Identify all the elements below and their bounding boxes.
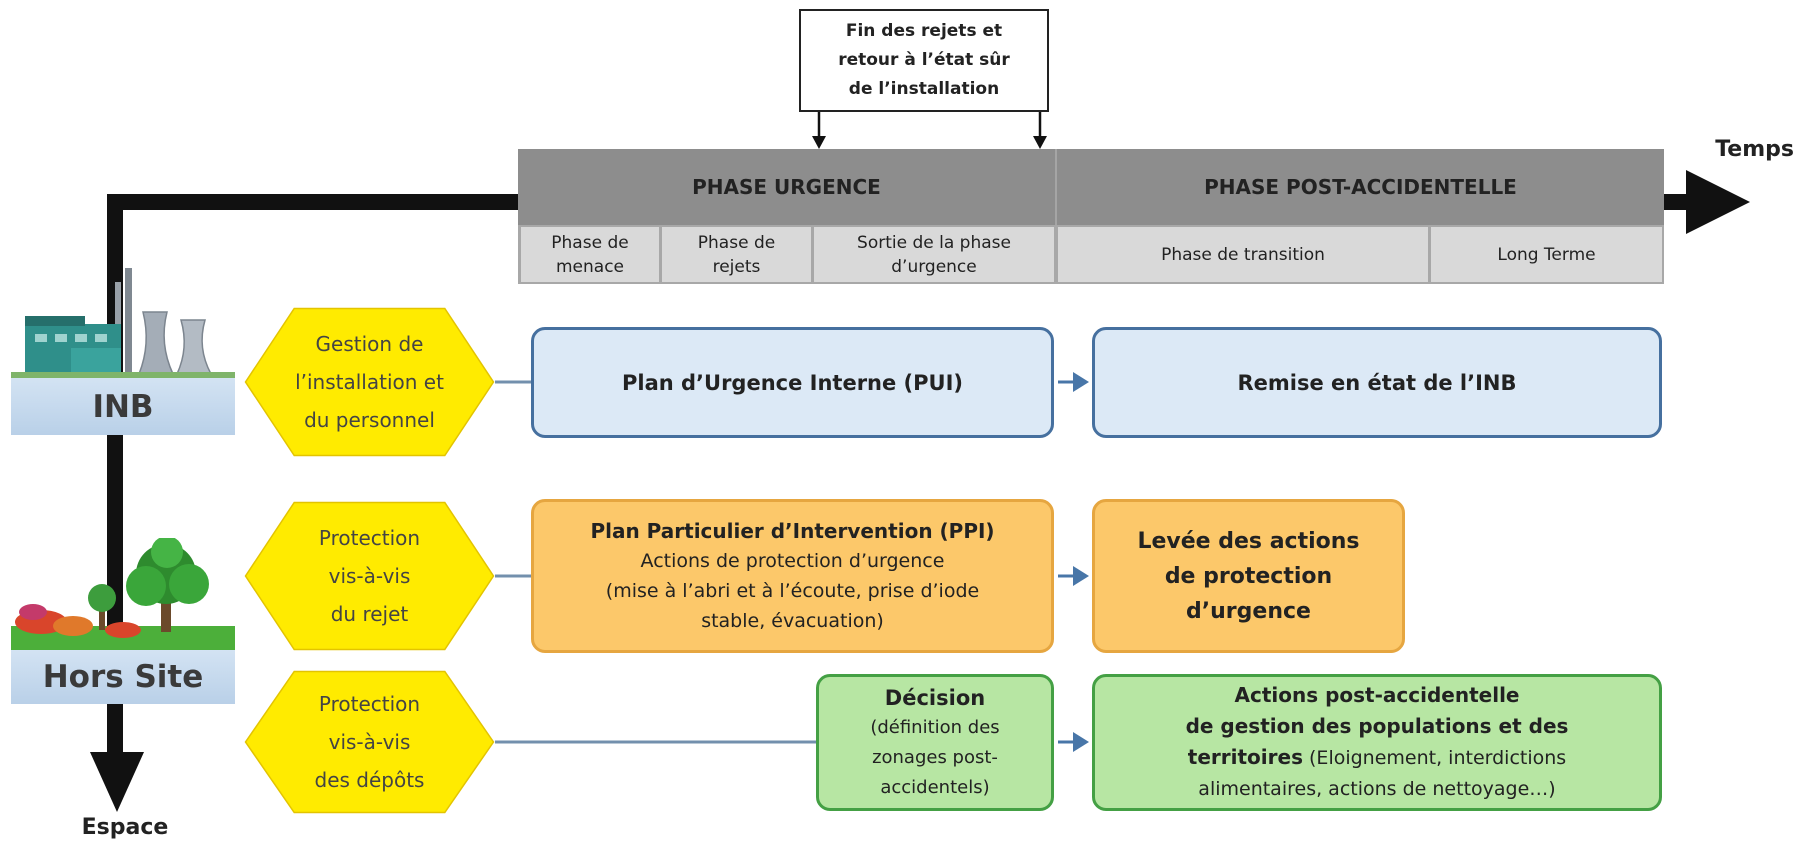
domain-line: du rejet (330, 602, 409, 626)
ppi-line: (mise à l’abri et à l’écoute, prise d’io… (605, 580, 980, 602)
ppi-title: Plan Particulier d’Intervention (PPI) (590, 519, 995, 543)
actor-inb-text: INB (92, 388, 154, 425)
transition-arrow-pui-head (1073, 372, 1089, 392)
plan-urgence-interne-box: Plan d’Urgence Interne (PUI) (531, 327, 1054, 438)
space-axis-label: Espace (81, 815, 169, 840)
phase-post-accident-title: PHASE POST-ACCIDENTELLE (1057, 149, 1664, 225)
callout-end-of-releases: Fin des rejets et retour à l’état sûr de… (799, 9, 1049, 112)
ppi-line: Actions de protection d’urgence (640, 550, 945, 572)
domain-line: des dépôts (314, 768, 425, 792)
actor-inb-label: INB (11, 378, 235, 435)
actor-hors-site-text: Hors Site (42, 659, 204, 695)
phase-divider (1055, 149, 1057, 225)
domain-hexagon-rejet: Protection vis-à-vis du rejet (244, 501, 495, 651)
subphase-line: Phase de transition (1161, 244, 1325, 265)
domain-line: Protection (318, 692, 421, 716)
decision-line: (définition des (870, 716, 1000, 738)
levee-line: Levée des actions (1137, 528, 1360, 554)
levee-line: de protection (1164, 563, 1333, 589)
phase-post-accident-label: PHASE POST-ACCIDENTELLE (1204, 175, 1517, 199)
subphase-line: Sortie de la phase (857, 232, 1011, 253)
remise-en-etat-box: Remise en état de l’INB (1092, 327, 1662, 438)
phase-urgence-label: PHASE URGENCE (692, 175, 881, 199)
transition-arrow-decision-head (1073, 732, 1089, 752)
domain-line: vis-à-vis (328, 564, 411, 588)
subphase-transition: Phase de transition (1058, 227, 1428, 282)
hexagon-shape (244, 307, 495, 457)
domain-line: vis-à-vis (328, 730, 411, 754)
callout-line: de l’installation (848, 79, 1000, 99)
ppi-line: stable, évacuation) (701, 610, 884, 632)
callout-arrow-right-head (1033, 136, 1047, 149)
subphase-line: Phase de (697, 232, 776, 253)
subphase-line: d’urgence (891, 256, 977, 277)
subphase-line: Long Terme (1497, 244, 1596, 265)
hexagon-shape (244, 670, 495, 814)
remise-label: Remise en état de l’INB (1237, 370, 1517, 395)
space-axis-arrowhead (90, 752, 144, 812)
subphase-line: menace (555, 256, 625, 277)
post-detail: (Eloignement, interdictions (1302, 747, 1567, 769)
subphase-sortie-urgence: Sortie de la phase d’urgence (814, 227, 1054, 282)
domain-line: l’installation et (295, 370, 444, 394)
trees-icon (11, 536, 235, 654)
post-bold-word: territoires (1187, 745, 1303, 769)
domain-line: du personnel (304, 408, 435, 432)
phase-urgence-title: PHASE URGENCE (518, 149, 1055, 225)
callout-arrow-left-head (812, 136, 826, 149)
domain-hexagon-installation: Gestion de l’installation et du personne… (244, 307, 495, 457)
post-line-mixed: territoires (Eloignement, interdictions (1188, 742, 1566, 774)
callout-line: retour à l’état sûr (838, 50, 1010, 70)
decision-title: Décision (884, 685, 986, 710)
domain-line: Gestion de (315, 332, 424, 356)
post-detail: alimentaires, actions de nettoyage…) (1198, 778, 1556, 800)
phase-subheader: Phase de menace Phase de rejets Sortie d… (518, 225, 1664, 284)
transition-arrow-ppi-head (1073, 566, 1089, 586)
pui-label: Plan d’Urgence Interne (PUI) (621, 370, 964, 395)
decision-box: Décision (définition des zonages post- a… (816, 674, 1054, 811)
ppi-box: Plan Particulier d’Intervention (PPI) Ac… (531, 499, 1054, 653)
actor-hors-site-label: Hors Site (11, 650, 235, 704)
domain-line: Protection (318, 526, 421, 550)
levee-actions-box: Levée des actions de protection d’urgenc… (1092, 499, 1405, 653)
domain-hexagon-depots: Protection vis-à-vis des dépôts (244, 670, 495, 814)
time-axis-arrowhead (1686, 170, 1750, 234)
post-title-line: de gestion des populations et des (1185, 714, 1569, 738)
decision-line: accidentels) (880, 776, 990, 798)
subphase-line: Phase de (551, 232, 629, 253)
levee-line: d’urgence (1186, 598, 1311, 624)
post-title-line: Actions post-accidentelle (1234, 683, 1520, 707)
callout-line: Fin des rejets et (845, 21, 1003, 41)
time-axis-label: Temps (1715, 137, 1794, 162)
subphase-long-terme: Long Terme (1431, 227, 1662, 282)
hexagon-shape (244, 501, 495, 651)
subphase-menace: Phase de menace (521, 227, 659, 282)
subphase-line: rejets (712, 256, 761, 277)
actions-post-accidentelle-box: Actions post-accidentelle de gestion des… (1092, 674, 1662, 811)
factory-icon (11, 268, 235, 382)
decision-line: zonages post- (872, 746, 998, 768)
subphase-rejets: Phase de rejets (662, 227, 811, 282)
phase-header: PHASE URGENCE PHASE POST-ACCIDENTELLE (518, 149, 1664, 225)
